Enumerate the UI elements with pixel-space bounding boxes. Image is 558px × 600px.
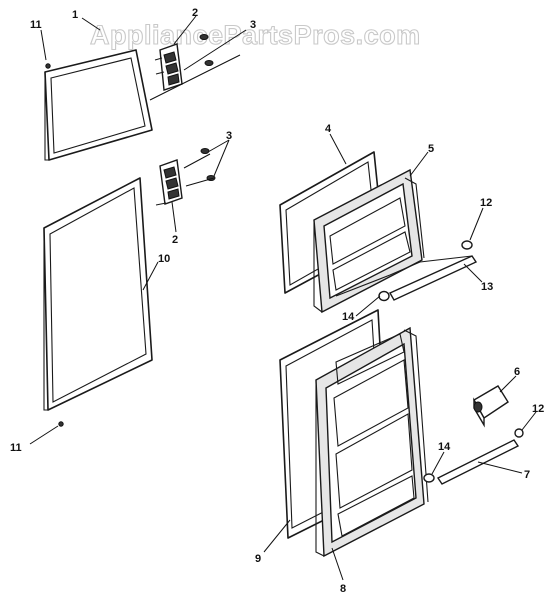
part-3-lower-screws	[183, 148, 216, 187]
part-3-upper-screws	[149, 29, 247, 101]
part-8-fresh-food-door-liner	[315, 326, 429, 558]
callout-5: 5	[428, 143, 434, 155]
part-13-freezer-door-bar	[335, 255, 478, 301]
callout-12-upper: 12	[480, 197, 492, 209]
callout-3-upper: 3	[250, 19, 256, 31]
callout-3-lower: 3	[226, 130, 232, 142]
part-1-freezer-gasket	[44, 49, 153, 161]
part-2-upper-hinge	[154, 43, 183, 91]
callout-7: 7	[524, 469, 530, 481]
callout-13: 13	[481, 281, 493, 293]
callout-2-lower: 2	[172, 234, 178, 246]
callout-14-upper: 14	[342, 311, 355, 323]
callout-1: 1	[72, 9, 78, 21]
callout-9: 9	[255, 553, 261, 565]
callout-4: 4	[325, 123, 332, 135]
callout-12-lower: 12	[532, 403, 544, 415]
callout-14-lower: 14	[438, 441, 451, 453]
callout-8: 8	[340, 583, 346, 595]
callout-11-lower: 11	[10, 442, 22, 454]
part-14-upper-end-cap	[378, 290, 390, 302]
part-12-upper-end-cap	[461, 240, 473, 250]
leader-lines	[29, 15, 537, 581]
callout-6: 6	[514, 366, 520, 378]
part-12-lower-end-cap	[514, 428, 524, 438]
part-10-fresh-food-gasket	[43, 177, 153, 411]
watermark-text: AppliancePartsPros.com	[90, 20, 421, 50]
callout-10: 10	[158, 253, 170, 265]
part-14-lower-end-cap	[423, 473, 435, 483]
part-5-freezer-door-liner	[313, 168, 425, 314]
part-6-dairy-compartment	[473, 385, 509, 428]
callout-2-upper: 2	[192, 7, 198, 19]
part-11-upper-screw	[45, 63, 51, 69]
callout-11-upper: 11	[30, 19, 42, 31]
part-2-lower-hinge	[155, 159, 183, 206]
part-11-lower-screw	[58, 421, 64, 427]
callout-labels: 1 2 3 11 3 2 10 11 4 5 12 13 14 6 12 14 …	[10, 7, 544, 595]
